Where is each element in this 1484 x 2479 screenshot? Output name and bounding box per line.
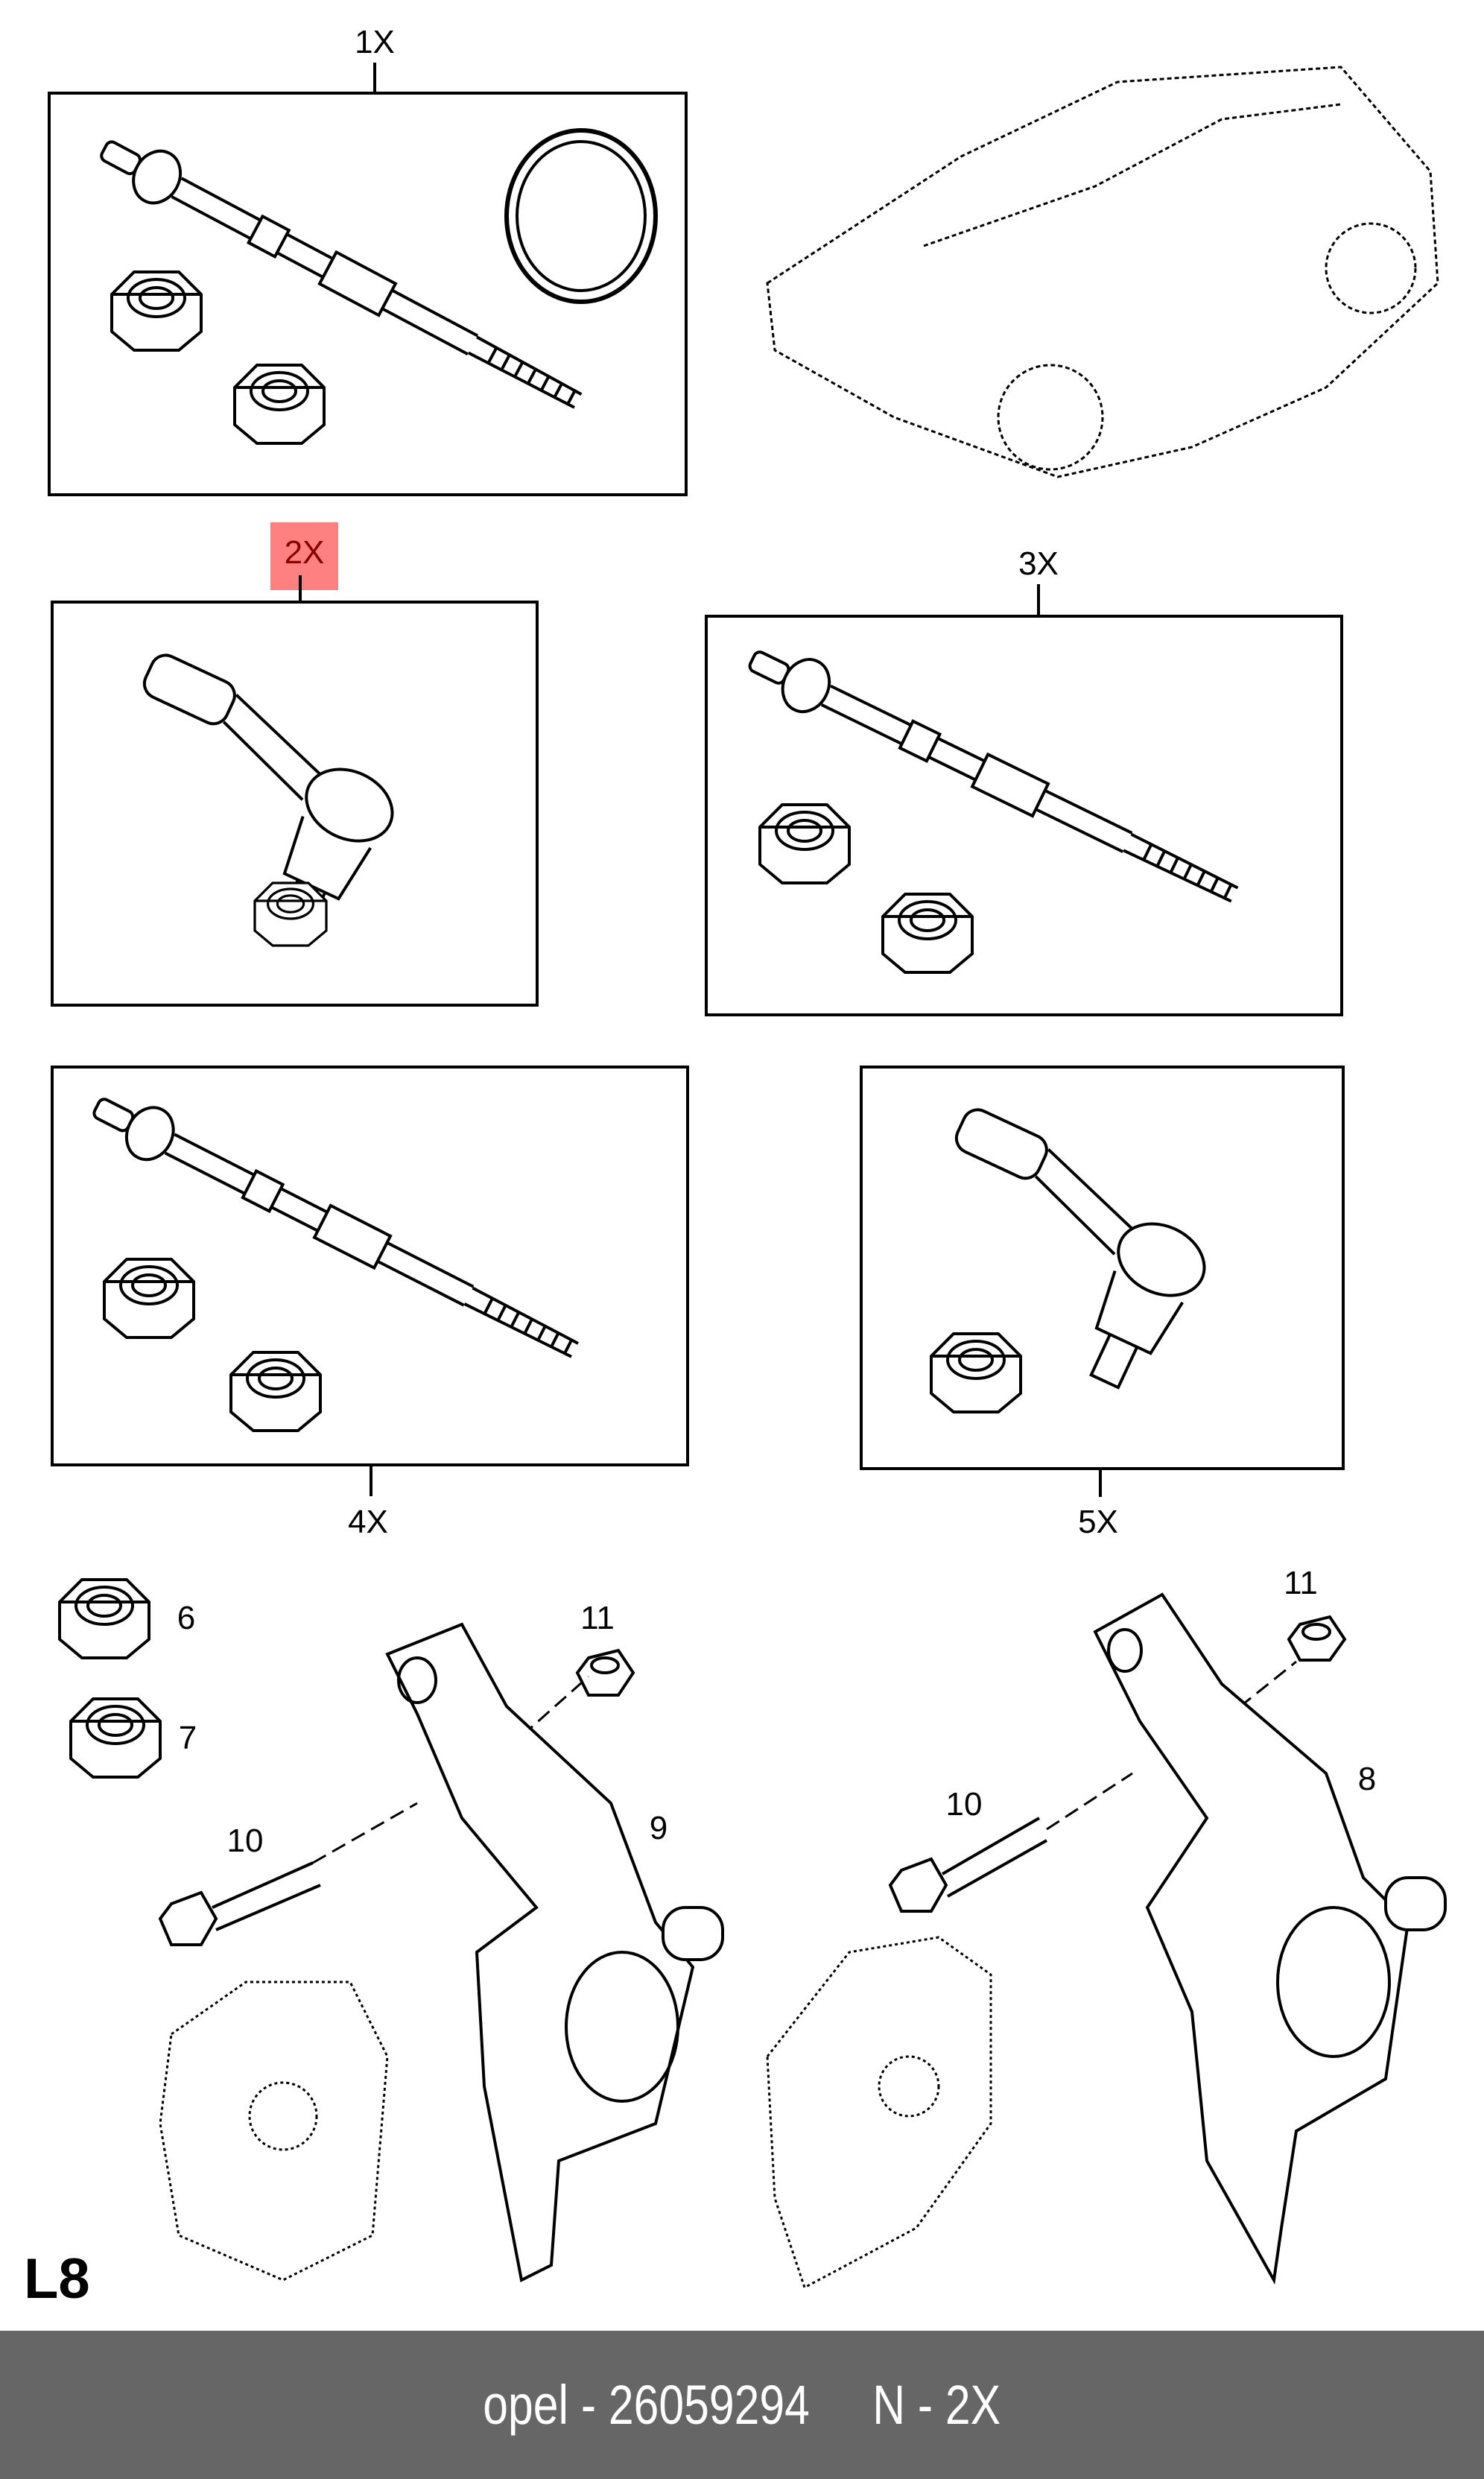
kit-2-frame [51, 601, 539, 1007]
footer-bar: opel - 26059294 N - 2X [0, 2331, 1484, 2479]
bolt-10-icon [158, 1861, 321, 1946]
callout-11-right: 11 [1284, 1565, 1318, 1601]
brake-caliper-outline-icon [159, 1936, 992, 2290]
callout-11-left: 11 [580, 1600, 615, 1636]
kit-5-leader [1099, 1470, 1102, 1497]
steering-knuckle-8-icon [1093, 1592, 1447, 2285]
kit-1-label[interactable]: 1X [355, 24, 395, 60]
kit-5-label[interactable]: 5X [1078, 1504, 1118, 1540]
parts-diagram [58, 66, 1447, 2290]
kit-1-leader [373, 63, 376, 92]
kit-2-leader [299, 575, 302, 601]
page-code: L8 [24, 2247, 90, 2311]
nut-6-icon [58, 1578, 150, 1659]
callout-6: 6 [177, 1600, 196, 1636]
kit-2-label-highlight[interactable]: 2X [270, 522, 338, 590]
kit-2-label[interactable]: 2X [284, 534, 325, 571]
kit-3-label[interactable]: 3X [1018, 545, 1059, 582]
kit-1-frame [48, 92, 688, 496]
callout-7: 7 [178, 1720, 197, 1756]
kit-4-frame [51, 1066, 689, 1466]
footer-part-info: opel - 26059294 N - 2X [483, 2374, 1001, 2436]
kit-3-frame [705, 615, 1343, 1016]
kit-3-leader [1037, 584, 1040, 615]
bolt-10-icon [888, 1817, 1047, 1913]
flange-nut-11-icon [1287, 1615, 1347, 1662]
steering-knuckle-9-icon [385, 1622, 724, 2282]
callout-9: 9 [649, 1810, 668, 1846]
nut-7-icon [69, 1697, 162, 1779]
kit-4-leader [370, 1466, 372, 1496]
kit-5-frame [860, 1066, 1345, 1470]
car-outline-icon [766, 66, 1439, 478]
callout-10-right: 10 [945, 1786, 983, 1823]
kit-4-label[interactable]: 4X [348, 1504, 388, 1540]
callout-10-left: 10 [226, 1823, 264, 1859]
callout-8: 8 [1357, 1761, 1377, 1797]
flange-nut-11-icon [575, 1648, 635, 1697]
hose-clamp-icon [504, 128, 658, 304]
